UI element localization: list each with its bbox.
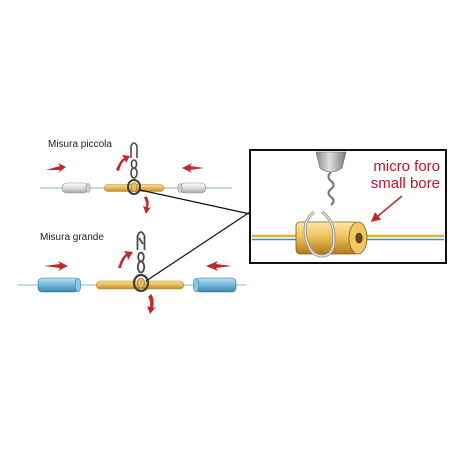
zoom-detail-panel: [249, 149, 447, 264]
zoom-connector-bottom: [145, 211, 251, 282]
callout-small-bore: small bore: [370, 175, 440, 192]
small-snap-swivel: [130, 142, 138, 179]
large-arrow-left: [44, 261, 68, 271]
large-snap-swivel: [136, 231, 146, 274]
small-swivel-ring: [127, 179, 141, 195]
large-size-assembly: [18, 231, 246, 314]
large-arrow-right: [206, 261, 232, 271]
large-arrow-down: [147, 294, 156, 314]
large-arrow-up: [118, 251, 133, 268]
small-left-bead: [61, 182, 91, 194]
zoom-small-bore: [355, 232, 363, 244]
label-small-size: Misura piccola: [48, 139, 112, 150]
zoom-boom-tube: [295, 210, 368, 258]
zoom-connector-top: [139, 189, 251, 215]
small-arrow-up: [116, 155, 130, 171]
small-right-bead: [177, 182, 207, 194]
small-arrow-right: [182, 163, 204, 173]
small-arrow-down: [143, 196, 151, 214]
large-right-bead: [192, 277, 237, 293]
large-left-bead: [37, 277, 82, 293]
zoom-weight: [315, 151, 347, 173]
callout-arrow: [370, 195, 403, 223]
small-arrow-left: [46, 163, 66, 173]
callout-micro-foro: micro foro: [373, 158, 440, 175]
large-swivel-ring: [132, 273, 150, 293]
label-large-size: Misura grande: [40, 232, 104, 243]
small-size-assembly: [40, 142, 232, 214]
zoom-swivel-wire: [327, 171, 335, 206]
